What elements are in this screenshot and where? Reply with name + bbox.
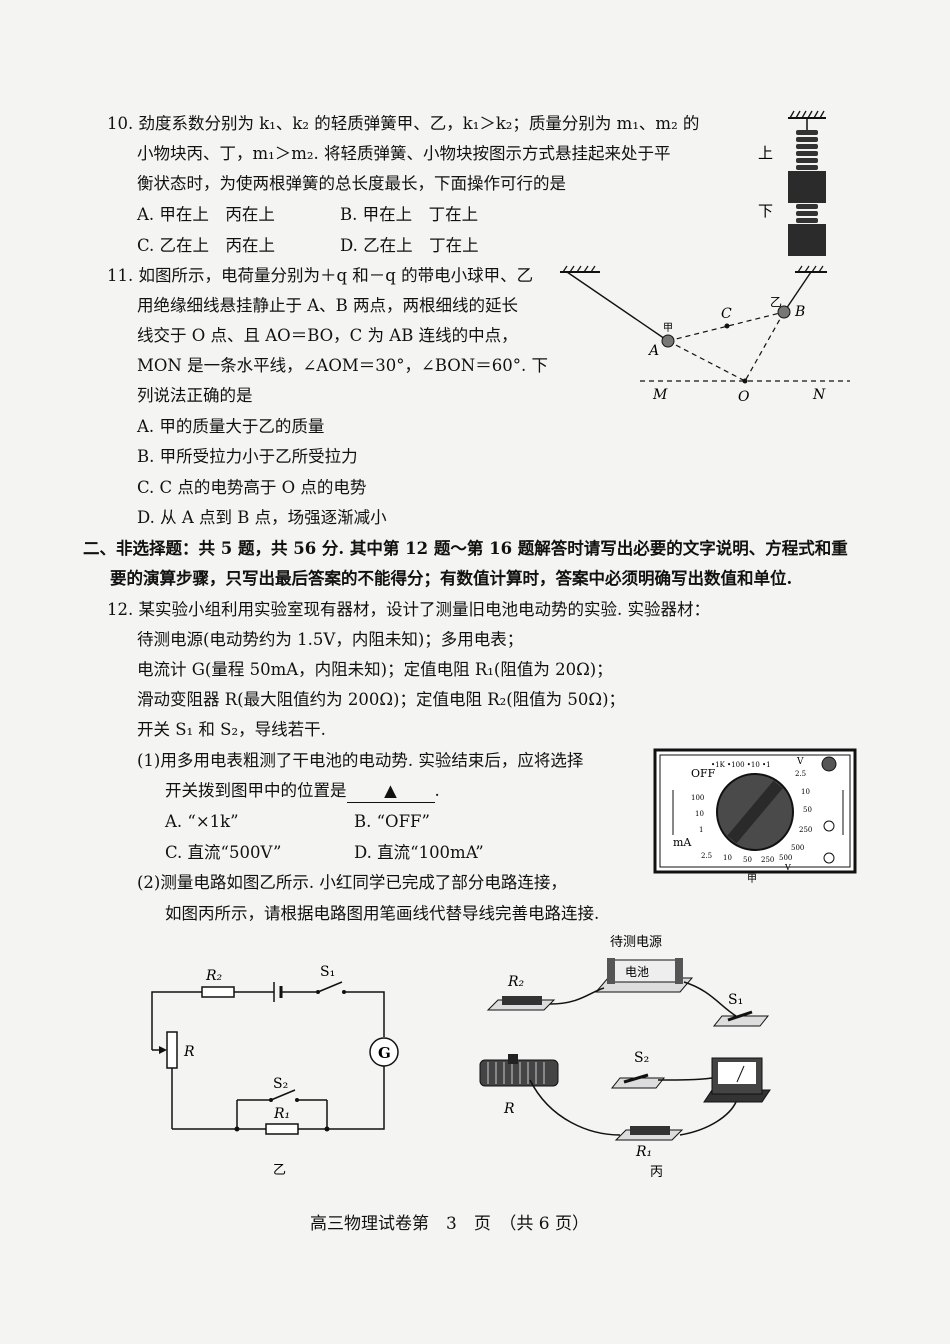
battery-label: 电池 (625, 965, 649, 979)
meter-b4: 500 (779, 854, 792, 862)
section2-line1: 二、非选择题：共 5 题，共 56 分. 其中第 12 题～第 16 题解答时请… (83, 539, 848, 558)
photo-label-r: R (503, 1101, 515, 1117)
q11-option-a: A. 甲的质量大于乙的质量 (137, 417, 325, 436)
photo-label-s2: S₂ (634, 1050, 649, 1066)
answer-blank[interactable]: ▲ (346, 780, 435, 803)
circuit-diagram: G R₂ S₁ R S₂ R₁ 乙 (151, 964, 399, 1178)
q11-line5: 列说法正确的是 (137, 386, 253, 405)
q11-option-c: C. C 点的电势高于 O 点的电势 (137, 478, 367, 497)
q12-line4: 滑动变阻器 R(最大阻值约为 200Ω)；定值电阻 R₂(阻值为 50Ω)； (137, 690, 626, 709)
q12-part1-option-d: D. 直流“100mA” (354, 843, 484, 862)
meter-r4: 500 (791, 844, 804, 852)
photo-label-r2: R₂ (507, 974, 525, 990)
meter-v-bottom: V (784, 863, 791, 872)
source-title: 待测电源 (610, 935, 662, 950)
q11-line4: MON 是一条水平线，∠AOM＝30°，∠BON＝60°. 下 (137, 356, 548, 375)
label-a: A (647, 343, 659, 359)
upper-block (788, 171, 826, 203)
circuit-photo-figure: 待测电源 电池 R₂ S₁ S₂ R R₁ 丙 (479, 935, 771, 1180)
meter-top-scale: •1K •100 •10 •1 (711, 761, 771, 769)
meter-v-top: V (796, 757, 804, 767)
meter-r3: 250 (799, 826, 812, 834)
meter-off-label: OFF (691, 767, 716, 780)
multimeter-figure: OFF •1K •100 •10 •1 V 2.5 10 50 250 500 … (653, 748, 857, 885)
q12-part2-line2: 如图丙所示，请根据电路图用笔画线代替导线完善电路连接. (165, 904, 600, 923)
q12-part1-line2: 开关拨到图甲中的位置是▲. (165, 780, 440, 803)
q11-line1: 11. 如图所示，电荷量分别为＋q 和－q 的带电小球甲、乙 (107, 266, 534, 285)
meter-l2: 1 (699, 826, 703, 834)
meter-b0: 2.5 (701, 852, 712, 860)
q12-line5: 开关 S₁ 和 S₂，导线若干. (137, 720, 326, 739)
label-jia: 甲 (663, 323, 673, 334)
label-o: O (738, 389, 750, 405)
page-footer: 高三物理试卷第 3 页 （共 6 页） (310, 1214, 589, 1234)
photo-caption: 丙 (650, 1165, 663, 1180)
q10-line1: 10. 劲度系数分别为 k₁、k₂ 的轻质弹簧甲、乙，k₁＞k₂；质量分别为 m… (107, 114, 700, 133)
label-upper: 上 (758, 144, 773, 162)
label-s1: S₁ (320, 964, 335, 980)
label-b: B (794, 304, 805, 320)
q12-line3: 电流计 G(量程 50mA，内阻未知)；定值电阻 R₁(阻值为 20Ω)； (137, 660, 613, 679)
q10-spring-figure: 上 下 (758, 110, 826, 256)
q10-option-a: A. 甲在上 丙在上 (137, 205, 275, 224)
q12-line2: 待测电源(电动势约为 1.5V，内阻未知)；多用电表； (137, 630, 524, 649)
q11-charged-balls-figure: 甲 A 乙 B C O M N (560, 265, 850, 405)
meter-b1: 10 (723, 854, 732, 862)
meter-l1: 10 (695, 810, 704, 818)
circuit-caption: 乙 (273, 1163, 286, 1178)
meter-b3: 250 (761, 856, 774, 864)
meter-r1: 10 (801, 788, 810, 796)
q10-option-d: D. 乙在上 丁在上 (340, 236, 479, 255)
lower-spring (796, 204, 818, 223)
meter-r2: 50 (803, 806, 812, 814)
upper-spring (796, 130, 818, 170)
label-m: M (652, 387, 668, 403)
meter-caption: 甲 (747, 874, 757, 885)
q10-line2: 小物块丙、丁，m₁＞m₂. 将轻质弹簧、小物块按图示方式悬挂起来处于平 (137, 144, 671, 163)
q10-option-b: B. 甲在上 丁在上 (340, 205, 479, 224)
q11-option-b: B. 甲所受拉力小于乙所受拉力 (137, 447, 358, 466)
q10-option-c: C. 乙在上 丙在上 (137, 236, 276, 255)
label-s2: S₂ (273, 1076, 288, 1092)
q11-line2: 用绝缘细线悬挂静止于 A、B 两点，两根细线的延长 (137, 296, 519, 315)
part1-text: 开关拨到图甲中的位置是 (165, 781, 347, 800)
label-r2: R₂ (205, 968, 223, 984)
galvanometer-label: G (378, 1044, 391, 1062)
q11-line3: 线交于 O 点、且 AO＝BO，C 为 AB 连线的中点， (137, 326, 518, 345)
q12-part1-option-b: B. “OFF” (354, 812, 430, 831)
q12-part1-line1: (1)用多用电表粗测了干电池的电动势. 实验结束后，应将选择 (137, 751, 584, 770)
photo-label-r1: R₁ (635, 1144, 652, 1160)
part1-end: . (434, 781, 440, 800)
label-n: N (812, 387, 826, 403)
meter-b2: 50 (743, 856, 752, 864)
q10-line3: 衡状态时，为使两根弹簧的总长度最长，下面操作可行的是 (137, 174, 566, 193)
label-lower: 下 (758, 202, 773, 220)
meter-r0: 2.5 (795, 770, 806, 778)
photo-label-s1: S₁ (728, 992, 743, 1008)
label-c: C (721, 306, 732, 322)
q12-part1-option-a: A. “×1k” (165, 812, 239, 831)
meter-l0: 100 (691, 794, 704, 802)
label-r1: R₁ (273, 1106, 290, 1122)
q12-part2-line1: (2)测量电路如图乙所示. 小红同学已完成了部分电路连接， (137, 873, 567, 892)
lower-block (788, 224, 826, 256)
label-r: R (183, 1044, 195, 1060)
section2-line2: 要的演算步骤，只写出最后答案的不能得分；有数值计算时，答案中必须明确写出数值和单… (110, 569, 793, 588)
label-yi: 乙 (770, 295, 782, 309)
meter-ma-label: mA (673, 836, 692, 849)
q12-line1: 12. 某实验小组利用实验室现有器材，设计了测量旧电池电动势的实验. 实验器材： (107, 600, 710, 619)
q11-option-d: D. 从 A 点到 B 点，场强逐渐减小 (137, 508, 387, 527)
q12-part1-option-c: C. 直流“500V” (165, 843, 282, 862)
